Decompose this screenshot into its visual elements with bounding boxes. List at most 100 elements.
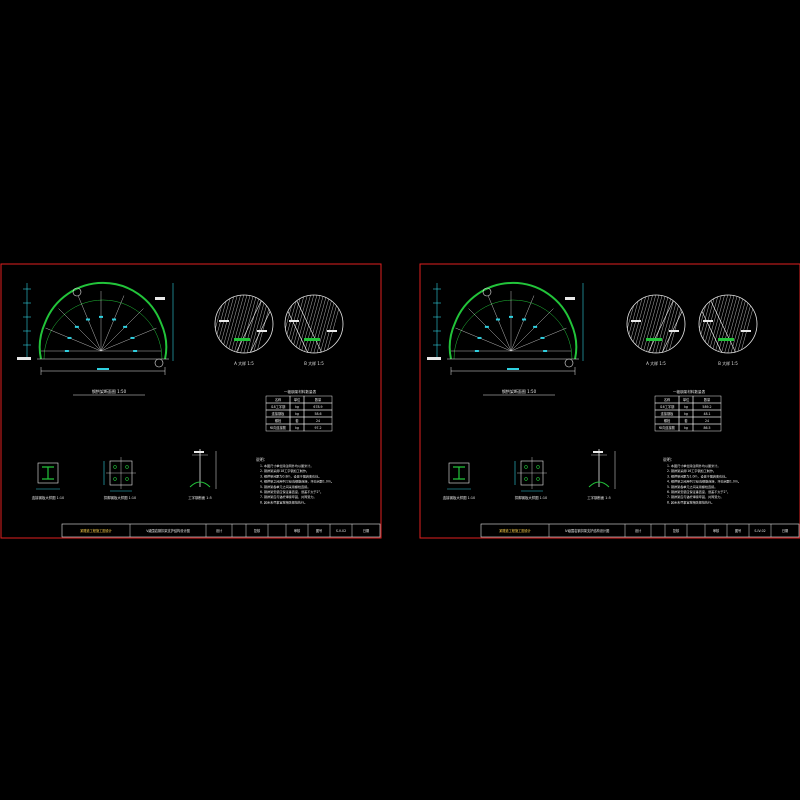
radius-dimension-mark [540, 336, 545, 339]
hatch-line [285, 295, 298, 353]
radius-dimension-mark [133, 350, 138, 352]
table-cell-text: kg [295, 426, 299, 430]
hatch-line [646, 295, 663, 353]
hatch-line [297, 295, 314, 353]
hatch-line [724, 295, 741, 353]
hatch-line [221, 295, 238, 353]
note-line: 1. 本图尺寸单位除注明外均以厘米计。 [667, 463, 720, 468]
note-line: 2. 钢拱架采用I18工字钢加工制作。 [260, 468, 309, 473]
small-view-caption: 工字钢断面 1:5 [188, 495, 212, 500]
small-view-caption: 拱脚钢板大样图 1:10 [515, 495, 547, 500]
hatch-line [699, 295, 712, 353]
notes-title: 说明： [663, 457, 674, 462]
beam-label [194, 451, 204, 453]
note-line: 4. 钢拱架之间用Φ22纵向钢筋连接，环向间距1.0m。 [667, 479, 741, 484]
bolt-hole [524, 477, 528, 481]
hatch-line [320, 295, 337, 353]
hatch-line [639, 295, 656, 353]
detail-caption: A 大样 1:5 [234, 360, 254, 366]
hatch-line [633, 295, 650, 353]
table-cell-text: 678.9 [313, 405, 322, 409]
radius-dimension-mark [495, 318, 500, 321]
table-cell-text: 数量 [315, 397, 322, 402]
title-block-outline [480, 523, 800, 538]
detail-leader-label [327, 330, 337, 332]
table-cell-text: 名称 [275, 397, 282, 402]
hatch-line [711, 295, 728, 353]
hatch-line [727, 295, 744, 353]
radius-dimension-mark [99, 315, 103, 318]
radius-dimension-mark [522, 318, 527, 321]
hatch-line [734, 295, 751, 353]
table-cell-text: 589.2 [702, 405, 711, 409]
table-cell-text: 单位 [683, 397, 690, 402]
radial-line [510, 327, 567, 352]
table-cell-text: 单位 [294, 397, 301, 402]
table-cell-text: 纵向连接筋 [270, 425, 286, 430]
radial-line [468, 308, 512, 352]
table-cell-text: 24 [705, 419, 709, 423]
table-cell-text: 套 [684, 418, 688, 423]
sheet-title: IV级围岩钢拱架支护结构设计图 [565, 528, 610, 533]
detail-b-marker [154, 358, 164, 368]
table-cell-text: kg [684, 426, 688, 430]
arch-inner-line [43, 299, 163, 360]
radius-dimension-mark [543, 350, 548, 352]
date-label: 日期 [782, 528, 788, 533]
hatch-line [714, 295, 732, 353]
steel-plate [234, 338, 250, 341]
radial-line [100, 308, 144, 352]
table-cell-text: 86.5 [703, 426, 710, 430]
approve-label: 审核 [294, 528, 301, 533]
hatch-line [294, 295, 311, 353]
table-title: 一榀钢架材料数量表 [673, 389, 706, 394]
detail-b-view: B 大样 1:5 [698, 294, 758, 366]
hatch-line [224, 295, 241, 353]
note-line: 3. 钢拱架间距为0.8m，设置于围岩变化处。 [260, 473, 321, 478]
table-cell-text: 螺栓 [664, 418, 671, 423]
notes-title: 说明： [256, 457, 267, 462]
review-label: 复核 [673, 528, 680, 533]
radial-line [45, 327, 102, 352]
radial-line [58, 308, 102, 352]
hatch-line [304, 295, 321, 353]
radius-dimension-mark [130, 336, 135, 339]
detail-leader-label [219, 320, 229, 322]
arch-inner-line [453, 299, 573, 360]
hatch-line [215, 295, 228, 353]
small-view-caption: 连接钢板大样图 1:10 [443, 495, 475, 500]
radius-dimension-mark [509, 315, 513, 318]
hatch-line [636, 295, 653, 353]
small-view-caption: 连接钢板大样图 1:10 [32, 495, 64, 500]
note-line: 6. 钢拱架安装应保证垂直度，误差不大于2°。 [260, 489, 323, 494]
hatch-line [649, 295, 666, 353]
detail-caption: B 大样 1:5 [304, 360, 324, 366]
plate-outline [448, 462, 470, 484]
hatch-line [246, 295, 264, 353]
bolt-hole [536, 465, 540, 469]
foot-label-left [427, 357, 441, 360]
radial-line [455, 327, 512, 352]
radius-dimension-mark [64, 350, 69, 352]
title-block-outline [61, 523, 381, 538]
detail-a-view: A 大样 1:5 [626, 294, 686, 366]
table-cell-text: kg [295, 412, 299, 416]
note-line: 8. 其余未尽事宜按相关规范执行。 [667, 499, 714, 504]
sheet-no-value: S-V-02 [336, 529, 346, 533]
design-notes: 说明：1. 本图尺寸单位除注明外均以厘米计。2. 钢拱架采用I18工字钢加工制作… [256, 457, 334, 504]
bolt-hole [113, 477, 117, 481]
hatch-line [652, 295, 669, 353]
steel-arch-curve [448, 281, 578, 360]
hatch-line [642, 295, 660, 353]
rock-band [647, 295, 685, 353]
table-cell-text: I16工字钢 [660, 404, 675, 409]
sheet-no-label: 图号 [316, 528, 322, 533]
detail-leader-label [257, 330, 267, 332]
note-line: 5. 钢拱架各单元之间采用螺栓连接。 [667, 484, 717, 489]
date-label: 日期 [363, 528, 369, 533]
radius-dimension-mark [474, 350, 479, 352]
